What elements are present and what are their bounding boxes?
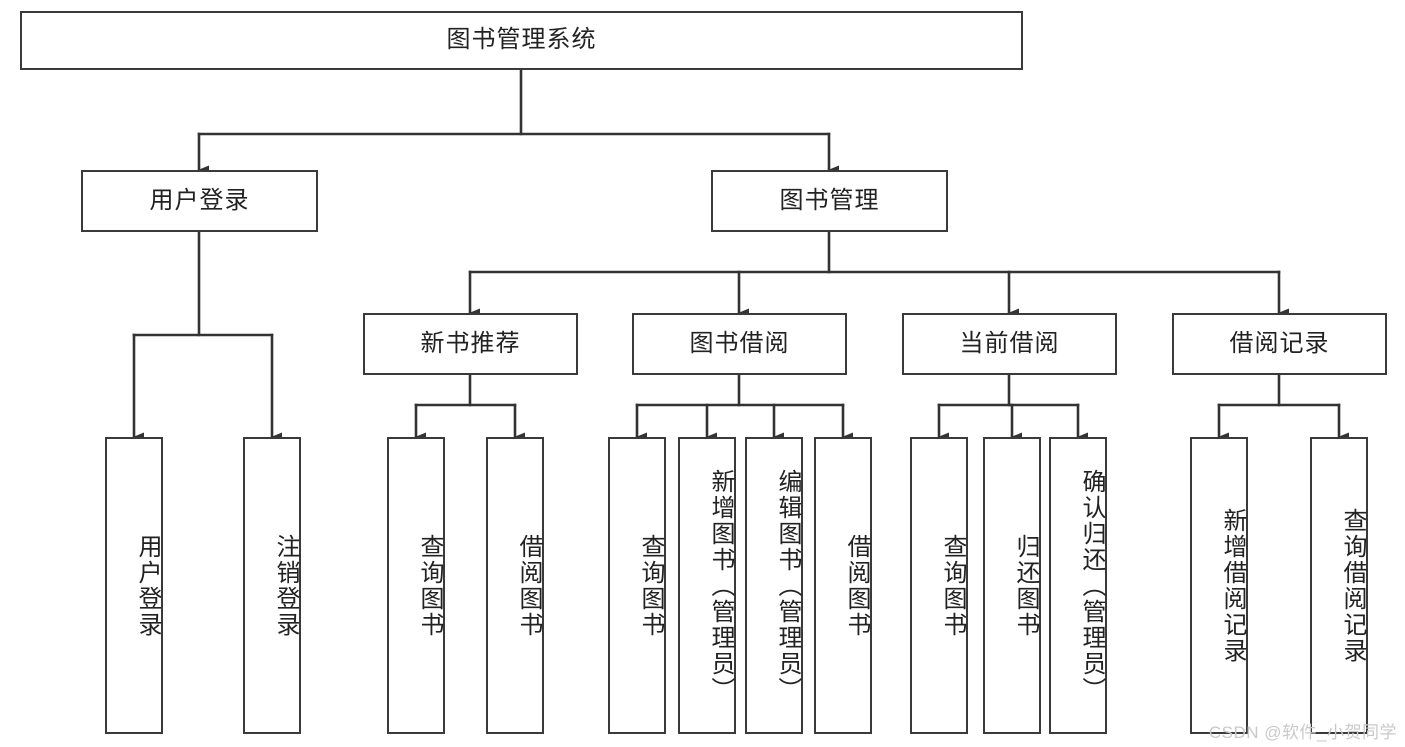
node-level3-1[interactable]: 图书借阅 xyxy=(632,313,847,375)
node-leaf-12[interactable]: 查询借阅记录 xyxy=(1310,437,1368,734)
node-level3-label: 当前借阅 xyxy=(959,329,1060,357)
node-leaf-0[interactable]: 用户登录 xyxy=(105,437,163,734)
node-leaf-label: 注销登录 xyxy=(272,533,299,638)
node-level2-label: 用户登录 xyxy=(149,186,250,214)
node-leaf-5[interactable]: 新增图书（管理员） xyxy=(678,437,736,734)
node-leaf-label: 借阅图书 xyxy=(515,533,542,638)
watermark-text: CSDN @软件_小贺同学 xyxy=(1208,723,1397,742)
node-leaf-9[interactable]: 归还图书 xyxy=(983,437,1041,734)
node-level2-0[interactable]: 用户登录 xyxy=(81,170,318,232)
node-level3-label: 新书推荐 xyxy=(420,329,521,357)
node-leaf-label: 新增借阅记录 xyxy=(1219,507,1246,664)
node-root-system[interactable]: 图书管理系统 xyxy=(20,11,1023,70)
node-leaf-label: 查询借阅记录 xyxy=(1339,507,1366,664)
node-leaf-label: 确认归还（管理员） xyxy=(1078,468,1105,703)
node-level3-label: 借阅记录 xyxy=(1229,329,1330,357)
node-level3-0[interactable]: 新书推荐 xyxy=(363,313,578,375)
node-leaf-1[interactable]: 注销登录 xyxy=(243,437,301,734)
node-leaf-label: 查询图书 xyxy=(637,533,664,638)
node-leaf-label: 用户登录 xyxy=(134,533,161,638)
node-leaf-2[interactable]: 查询图书 xyxy=(387,437,445,734)
node-leaf-label: 归还图书 xyxy=(1012,533,1039,638)
node-leaf-label: 查询图书 xyxy=(416,533,443,638)
node-leaf-label: 编辑图书（管理员） xyxy=(774,468,801,703)
node-leaf-label: 借阅图书 xyxy=(843,533,870,638)
node-level3-label: 图书借阅 xyxy=(689,329,790,357)
node-leaf-6[interactable]: 编辑图书（管理员） xyxy=(745,437,803,734)
node-leaf-4[interactable]: 查询图书 xyxy=(608,437,666,734)
node-level3-3[interactable]: 借阅记录 xyxy=(1172,313,1387,375)
node-leaf-7[interactable]: 借阅图书 xyxy=(814,437,872,734)
node-leaf-label: 新增图书（管理员） xyxy=(707,468,734,703)
node-level2-1[interactable]: 图书管理 xyxy=(711,170,948,232)
node-leaf-label: 查询图书 xyxy=(939,533,966,638)
node-root-label: 图书管理系统 xyxy=(446,26,597,54)
node-level3-2[interactable]: 当前借阅 xyxy=(902,313,1117,375)
node-level2-label: 图书管理 xyxy=(779,186,880,214)
node-leaf-8[interactable]: 查询图书 xyxy=(910,437,968,734)
node-leaf-10[interactable]: 确认归还（管理员） xyxy=(1049,437,1107,734)
node-leaf-3[interactable]: 借阅图书 xyxy=(486,437,544,734)
node-leaf-11[interactable]: 新增借阅记录 xyxy=(1190,437,1248,734)
